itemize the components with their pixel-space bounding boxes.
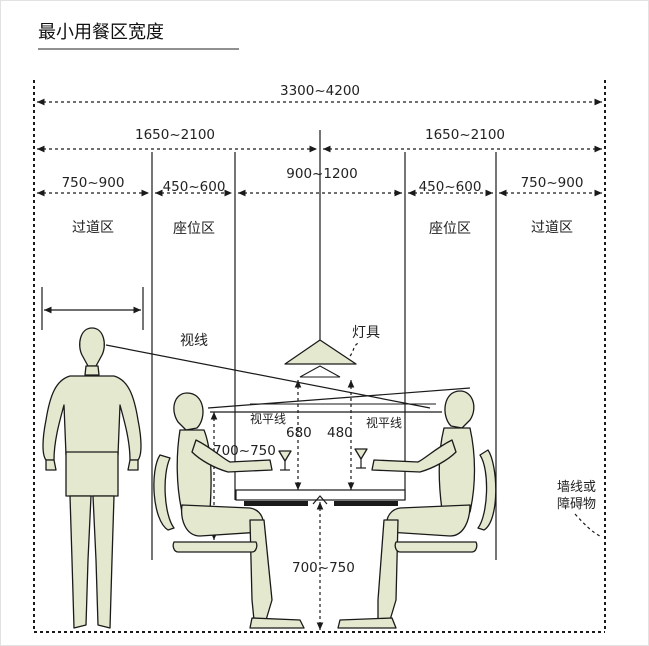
total-width-label: 3300~4200 bbox=[280, 83, 360, 99]
page-title: 最小用餐区宽度 bbox=[38, 22, 164, 43]
table-height-label: 700~750 bbox=[292, 560, 355, 576]
lamp-height-left: 680 bbox=[286, 425, 312, 441]
lamp-height-right: 480 bbox=[327, 425, 353, 441]
sight-line-left bbox=[207, 387, 471, 409]
sight-line-label: 视线 bbox=[180, 333, 208, 349]
seated-person-right-figure bbox=[337, 390, 497, 629]
wall-label-line2: 障碍物 bbox=[557, 497, 596, 512]
zone-seat-right: 座位区 bbox=[429, 221, 471, 237]
sight-line-standing bbox=[105, 344, 431, 409]
zone-aisle-right: 过道区 bbox=[531, 220, 573, 236]
dining-table bbox=[235, 489, 406, 506]
seated-person-left-figure bbox=[153, 392, 305, 629]
wine-glass-icon-right bbox=[354, 448, 368, 469]
eye-level-left-label: 视平线 bbox=[250, 411, 286, 426]
wall-pointer bbox=[574, 513, 601, 537]
zone-seat-left: 座位区 bbox=[173, 221, 215, 237]
lamp-icon bbox=[284, 339, 357, 378]
aisle-left-width: 750~900 bbox=[62, 175, 125, 191]
seated-height-label: 700~750 bbox=[213, 443, 276, 459]
half-left-label: 1650~2100 bbox=[135, 127, 215, 143]
seat-right-width: 450~600 bbox=[419, 179, 482, 195]
aisle-right-width: 750~900 bbox=[521, 175, 584, 191]
table-width: 900~1200 bbox=[286, 166, 357, 182]
lamp-label: 灯具 bbox=[352, 325, 380, 341]
seat-left-width: 450~600 bbox=[163, 179, 226, 195]
wine-glass-icon-left bbox=[278, 450, 292, 471]
zone-aisle-left: 过道区 bbox=[72, 220, 114, 236]
standing-person-figure bbox=[42, 327, 142, 629]
wall-label-line1: 墙线或 bbox=[557, 480, 596, 495]
eye-level-right-label: 视平线 bbox=[366, 415, 402, 430]
lamp-pointer bbox=[349, 341, 361, 357]
half-right-label: 1650~2100 bbox=[425, 127, 505, 143]
